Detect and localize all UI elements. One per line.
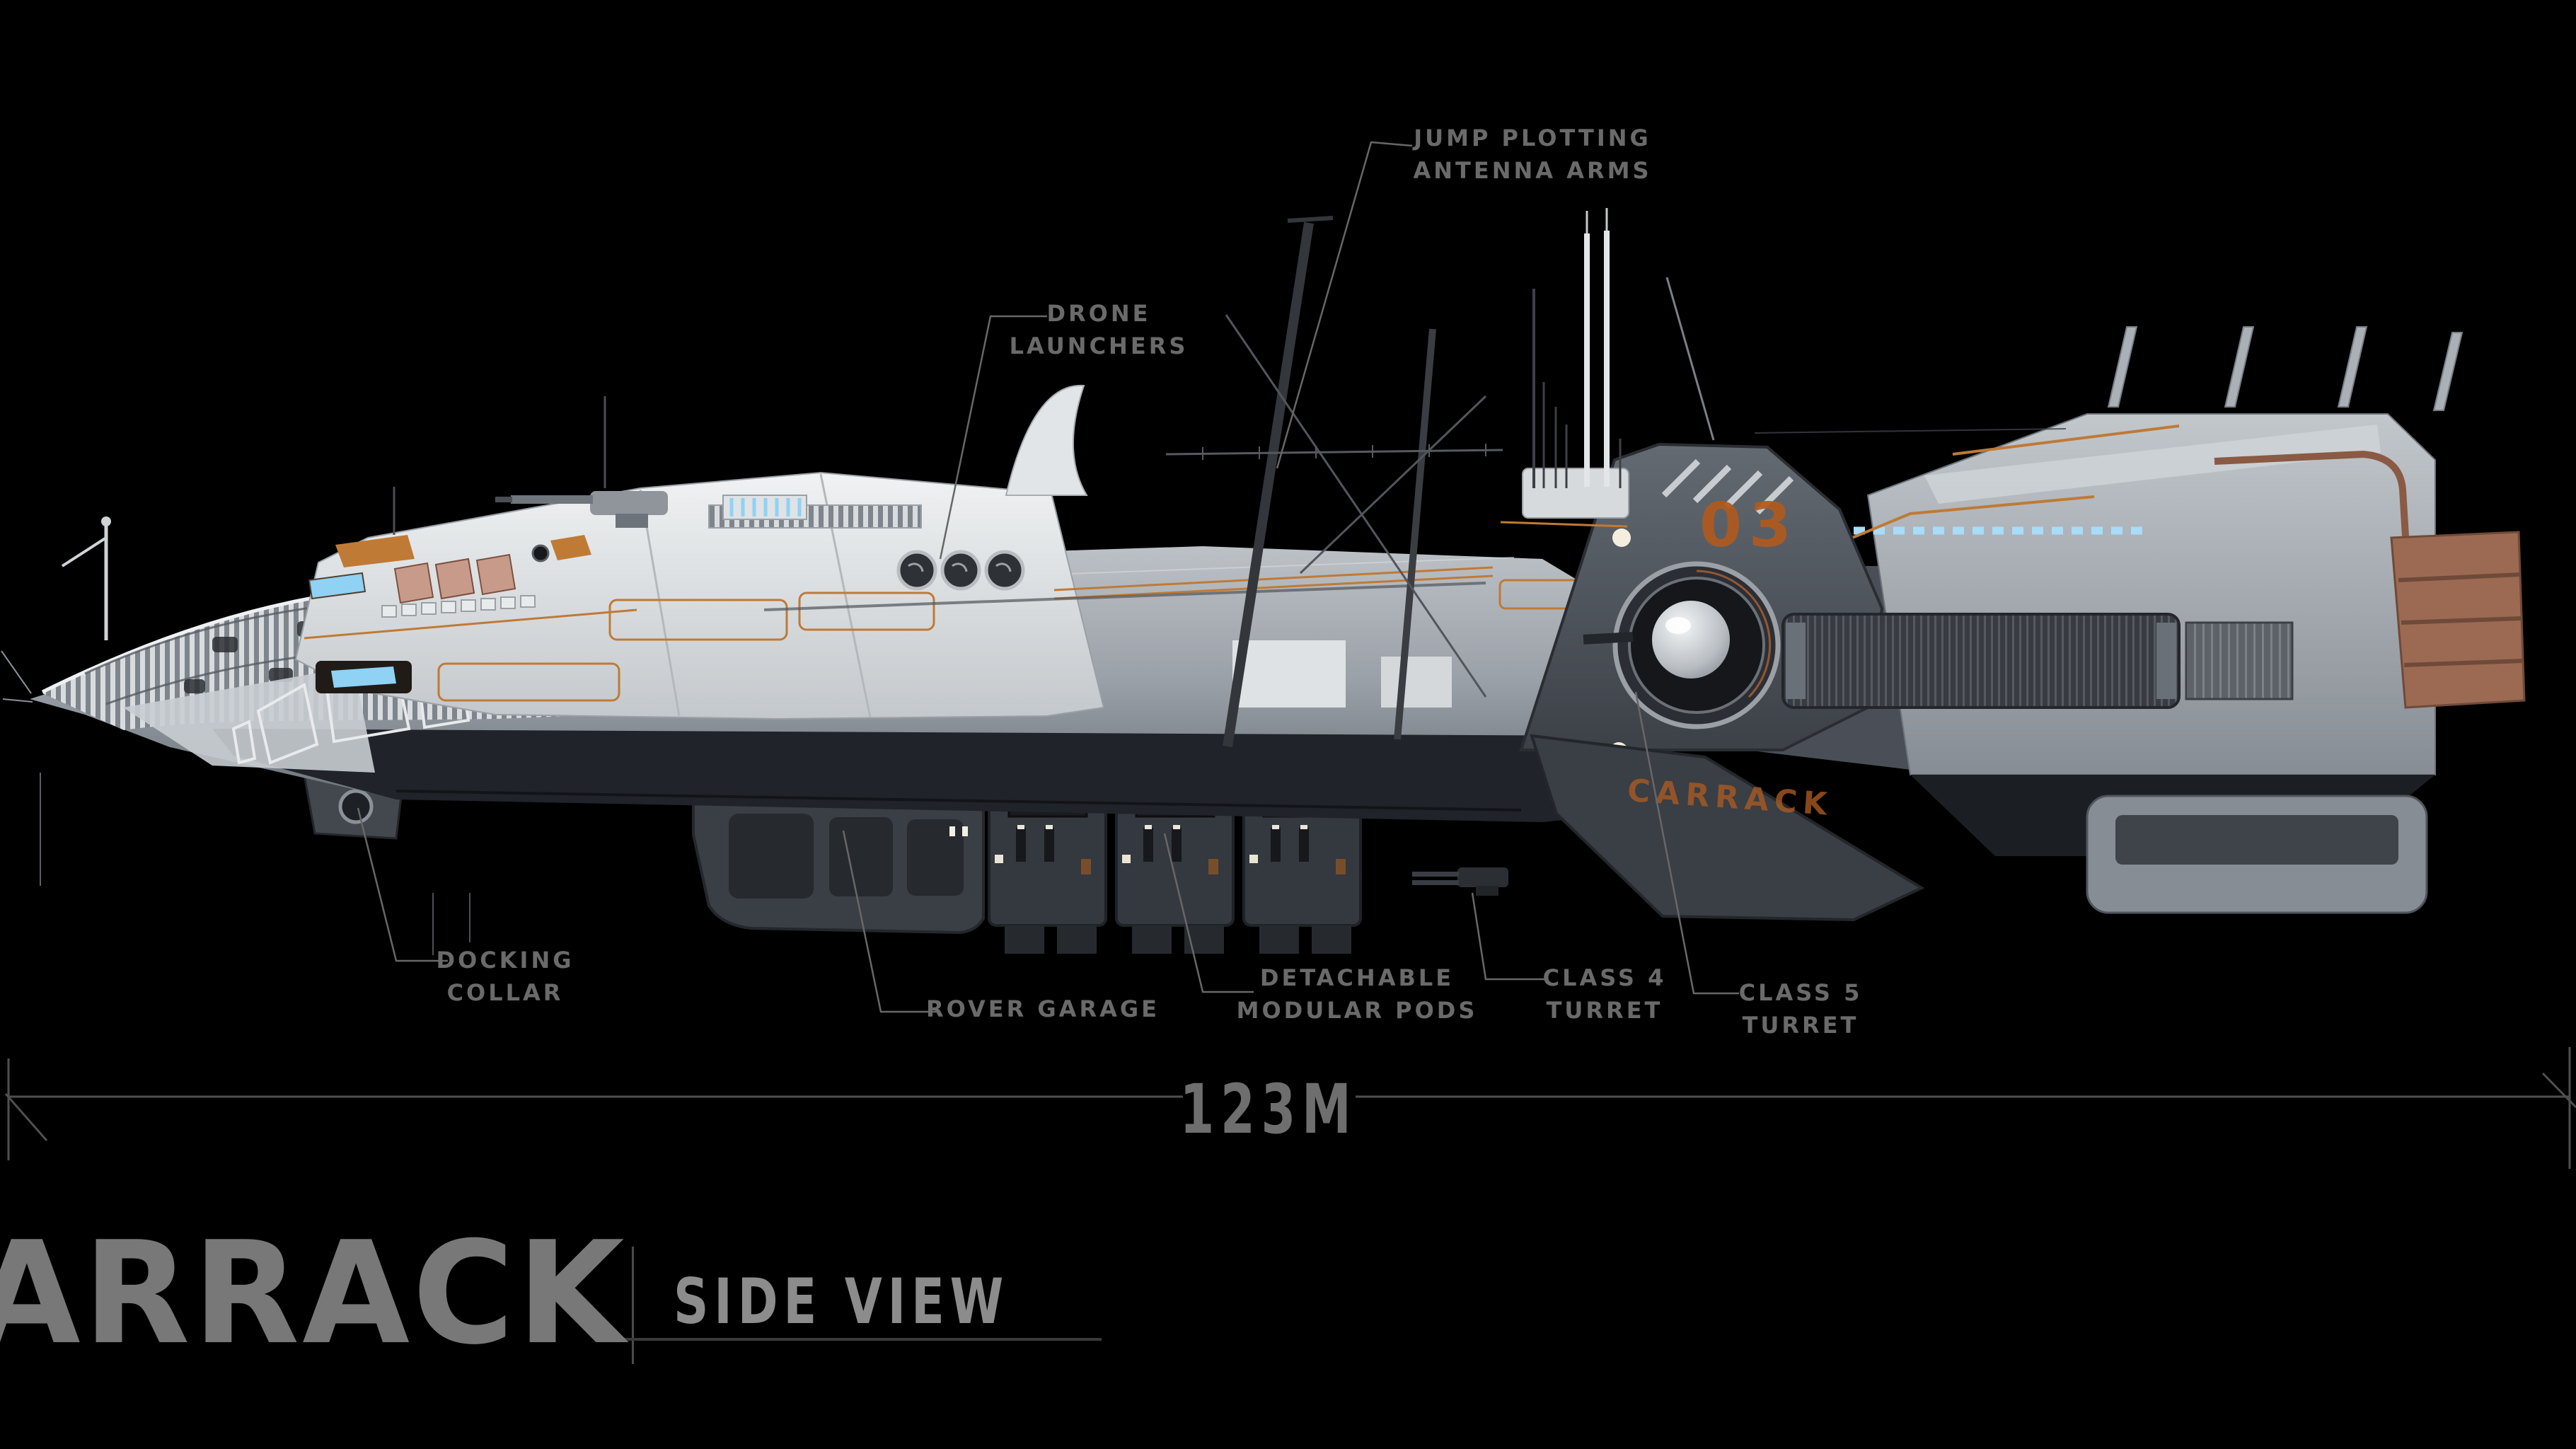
title-divider [632, 1247, 634, 1364]
label-drone-launchers: DRONE LAUNCHERS [1009, 300, 1189, 359]
label-jump-plotting-antenna-arms: JUMP PLOTTING ANTENNA ARMS [1413, 125, 1652, 184]
dimension-line [4, 1047, 2576, 1169]
nose-antennas [1, 650, 33, 703]
bridge-superstructure [294, 384, 1105, 720]
midhull-details [304, 550, 1586, 708]
bridge-sensor-porthole [531, 544, 550, 562]
bridge-blue-window [308, 572, 366, 600]
tail-lower-fin [1530, 734, 1925, 922]
class5-turret-ring [1583, 561, 1781, 729]
hull-orange-panel-lines [304, 566, 1586, 702]
leader-modular-pods [1163, 833, 1254, 993]
leader-jump-plotting [1276, 141, 1413, 469]
yardarm-truss [1165, 444, 1503, 460]
drone-launcher-ports [896, 550, 1025, 591]
engine-top-fins [2107, 326, 2464, 411]
modular-pod [988, 790, 1107, 954]
jump-antenna-arms [1165, 216, 1503, 748]
radiator-grille-bar [1781, 613, 2181, 709]
fin-vent-slats [1661, 458, 1794, 515]
copper-bridge-windows [393, 553, 516, 604]
leader-class4-turret [1471, 892, 1548, 981]
copper-pipe [2214, 450, 2409, 537]
view-title: SIDE VIEW [674, 1265, 1010, 1338]
copper-nozzle [2214, 450, 2526, 709]
roof-orange-cap [335, 535, 415, 567]
roof-radiator-blue-slats [722, 495, 807, 520]
label-rover-garage: ROVER GARAGE [926, 995, 1160, 1022]
hull-dark-band [212, 729, 1613, 822]
rover-garage-section [692, 782, 985, 935]
leader-rover-garage [842, 830, 939, 1013]
radiator-grille-small [2185, 621, 2294, 700]
class4-gun-turret [1412, 867, 1508, 896]
leader-class5-turret [1634, 691, 1739, 995]
roof-orange-cap [550, 535, 591, 560]
roof-gun-turret [495, 491, 668, 528]
bridge-window-row [381, 595, 536, 618]
tail-code-marking: 03 [1699, 490, 1798, 561]
label-detachable-modular-pods: DETACHABLE MODULAR PODS [1236, 964, 1478, 1024]
fin-lamp [1612, 529, 1631, 547]
antenna-masts [1500, 208, 2067, 528]
hull-white-patch [1232, 640, 1346, 708]
leader-drone-launchers [939, 315, 1047, 560]
label-class5-turret: CLASS 5 TURRET [1738, 979, 1863, 1039]
spine-sail-fin [1005, 384, 1088, 496]
label-class4-turret: CLASS 4 TURRET [1542, 964, 1667, 1024]
leader-docking-collar [357, 807, 448, 962]
bridge-lower-blue-window [331, 666, 396, 688]
label-docking-collar: DOCKING COLLAR [436, 947, 574, 1006]
ship-title: ARRACK [0, 1211, 628, 1376]
bow-crane [61, 516, 111, 640]
dimension-length-value: 123M [1179, 1070, 1358, 1149]
tail-whip-antenna [1665, 277, 1715, 441]
title-underline [621, 1338, 1102, 1341]
turret-barrel [1583, 632, 1634, 645]
hull-white-patch [1381, 657, 1452, 708]
